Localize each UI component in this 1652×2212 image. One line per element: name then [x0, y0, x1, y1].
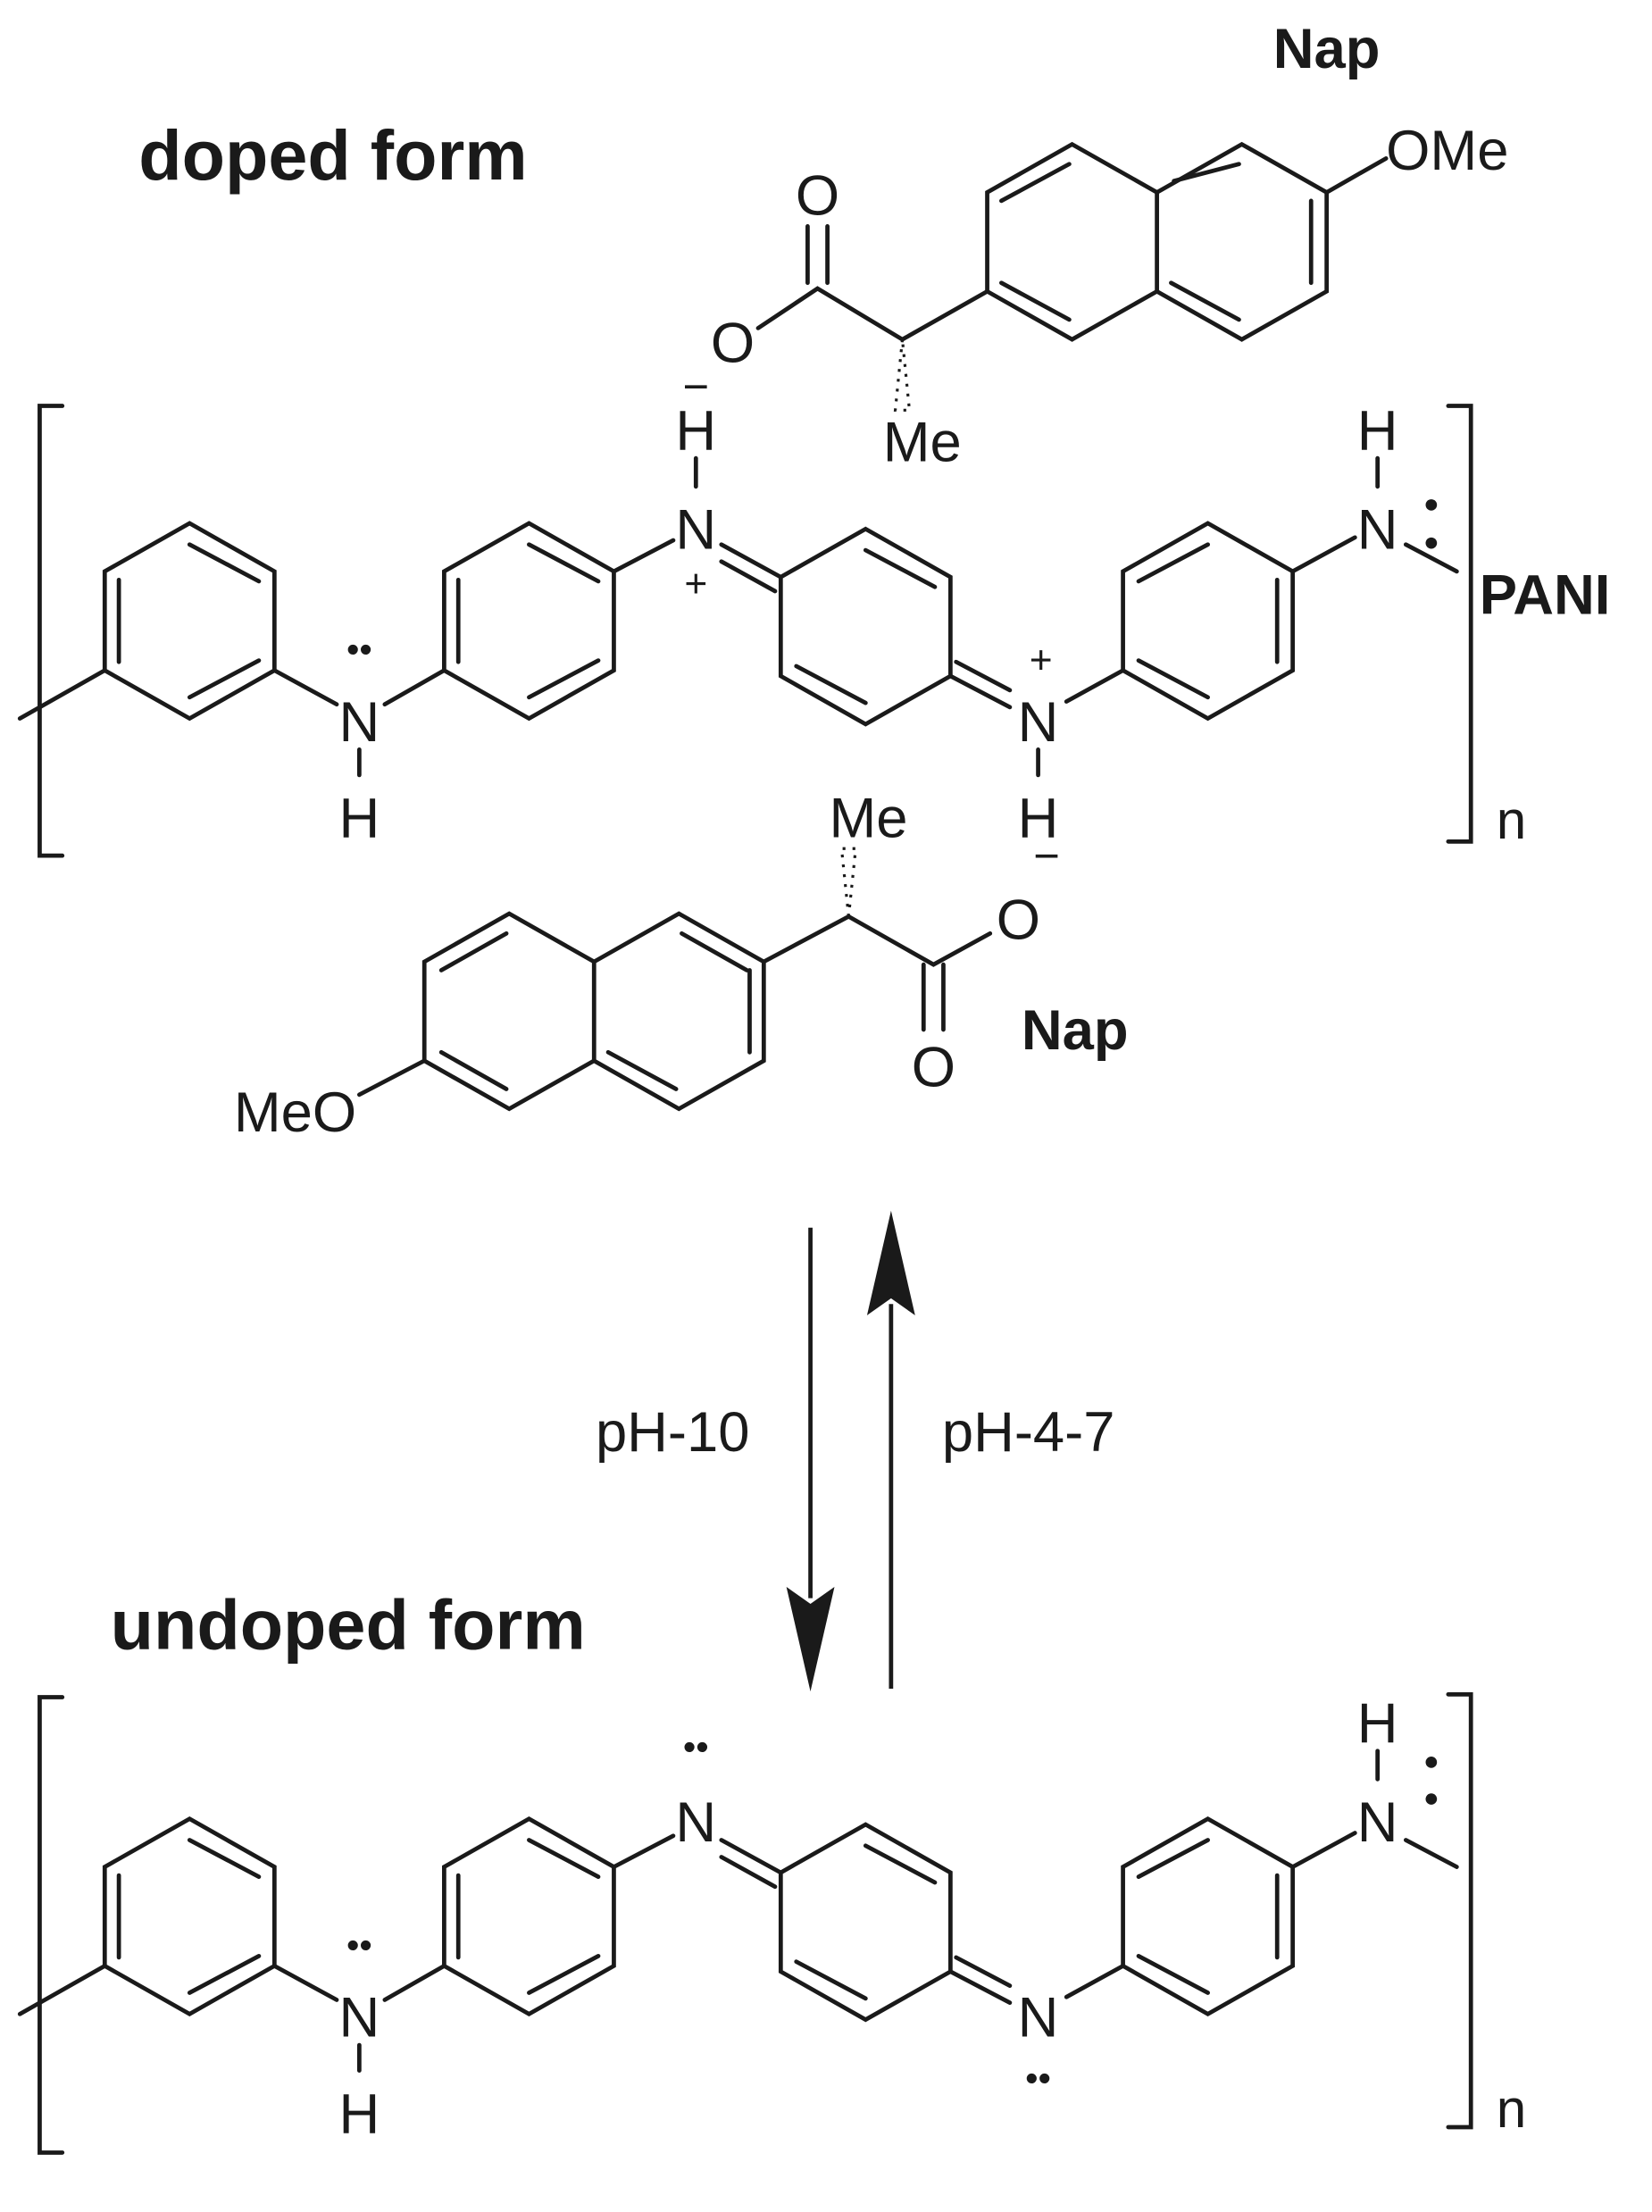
svg-text:+: + [684, 562, 707, 605]
benzene-ring-1 [102, 521, 277, 722]
benzene-ring-1-undoped [102, 1816, 277, 2017]
repeat-bracket-left-undoped [38, 1695, 65, 2155]
svg-text:N: N [1018, 1987, 1059, 2049]
svg-text:N: N [675, 498, 716, 561]
doped-form-title: doped form [138, 115, 527, 195]
undoped-structure: n •• N H •• N [17, 1691, 1526, 2155]
svg-text:H: H [1357, 1692, 1398, 1755]
carboxylate-charge-bottom: − [1033, 831, 1060, 881]
svg-text:O: O [997, 889, 1040, 952]
quinoid-ring-undoped [778, 1822, 953, 2023]
svg-text:N: N [338, 691, 380, 754]
reverse-arrowhead [866, 1210, 915, 1315]
svg-text:N: N [675, 1791, 716, 1854]
svg-text:••: •• [346, 1924, 372, 1966]
svg-text:H: H [1357, 400, 1398, 463]
svg-text:N: N [1018, 691, 1059, 754]
iminium-nitrogen-2: + N H [1018, 639, 1059, 850]
nap-label-bottom: Nap [1022, 999, 1129, 1062]
nap-label-top: Nap [1273, 18, 1381, 80]
imine-nitrogen-2: N •• [1018, 1987, 1059, 2099]
svg-text:Me: Me [830, 788, 908, 850]
repeat-bracket-left [38, 404, 65, 858]
repeat-index-n: n [1497, 790, 1526, 850]
forward-arrowhead [786, 1586, 835, 1692]
equilibrium-arrows: pH-10 pH-4-7 [596, 1210, 1115, 1692]
repeat-index-n-undoped: n [1497, 2079, 1526, 2139]
svg-text:••: •• [683, 1726, 709, 1767]
quinoid-ring [778, 526, 953, 727]
svg-text:H: H [338, 2083, 380, 2145]
svg-text:OMe: OMe [1386, 120, 1508, 182]
benzene-ring-2 [442, 521, 616, 722]
undoped-form-title: undoped form [111, 1585, 586, 1665]
amine-nitrogen-1-undoped: •• N H [338, 1924, 380, 2145]
naproxen-anion-bottom: Me O O MeO Nap [234, 788, 1129, 1144]
svg-text:O: O [912, 1036, 955, 1098]
svg-text:+: + [1030, 639, 1053, 682]
svg-text:••: •• [1025, 2058, 1051, 2099]
svg-text:N: N [338, 1987, 380, 2049]
svg-text:H: H [675, 400, 716, 463]
amine-nitrogen-end: H N [1357, 400, 1438, 561]
carboxylate-charge-top: − [682, 361, 709, 412]
svg-text:O: O [711, 312, 755, 374]
svg-text:••: •• [346, 629, 372, 670]
amine-nitrogen-end-undoped: H N [1357, 1692, 1438, 1854]
svg-text:Me: Me [883, 411, 962, 473]
doped-structure: n PANI •• N H H N + − [17, 18, 1611, 1144]
svg-text:N: N [1357, 498, 1398, 561]
forward-condition-label: pH-10 [596, 1401, 750, 1464]
svg-text:MeO: MeO [234, 1081, 356, 1144]
benzene-ring-4-undoped [1121, 1816, 1296, 2017]
reverse-condition-label: pH-4-7 [942, 1401, 1115, 1464]
naproxen-anion-top: O O Me OMe Nap [711, 18, 1509, 473]
svg-text:H: H [1018, 788, 1059, 850]
iminium-nitrogen-1: H N + [675, 400, 716, 606]
repeat-bracket-right [1446, 404, 1473, 844]
pani-label: PANI [1480, 563, 1611, 626]
amine-nitrogen-1: •• N H [338, 629, 380, 849]
svg-text:H: H [338, 788, 380, 850]
repeat-bracket-right-undoped [1446, 1691, 1473, 2130]
svg-text:N: N [1357, 1791, 1398, 1854]
imine-nitrogen-1: •• N [675, 1726, 716, 1854]
benzene-ring-4 [1121, 521, 1296, 722]
svg-text:O: O [796, 165, 839, 228]
benzene-ring-2-undoped [442, 1816, 616, 2017]
